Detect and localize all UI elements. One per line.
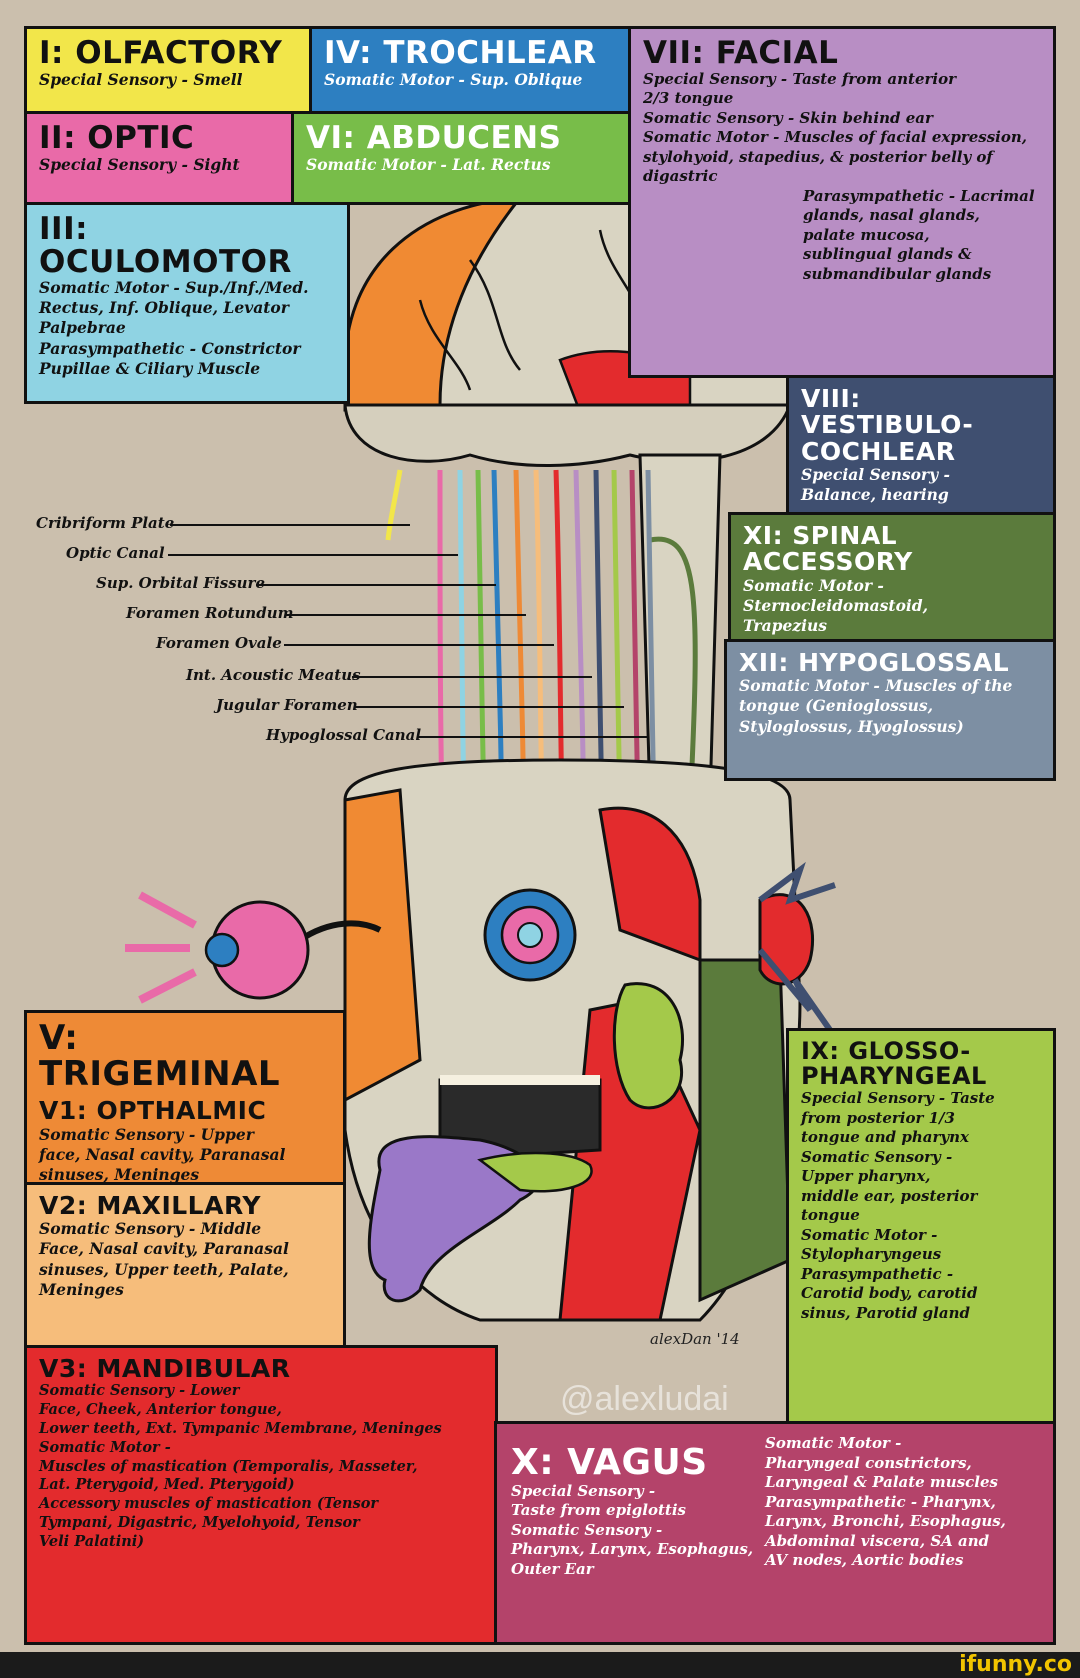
hypoglossal-title: XII: HYPOGLOSSAL (739, 648, 1010, 677)
abducens-title: VI: ABDUCENS (306, 120, 562, 156)
v1-title: V1: OPTHALMIC (39, 1096, 267, 1126)
vagus-title: X: VAGUS (511, 1442, 708, 1483)
vagus-right-line: Somatic Motor - Pharyngeal constrictors,… (765, 1434, 998, 1491)
oculomotor-line: Somatic Motor - Sup./Inf./Med. Rectus, I… (39, 278, 309, 338)
facial-title: VII: FACIAL (643, 35, 839, 71)
abducens-box: VI: ABDUCENS Somatic Motor - Lat. Rectus (291, 111, 631, 205)
trigeminal-title: V: TRIGEMINAL (39, 1018, 281, 1094)
v3-box: V3: MANDIBULAR Somatic Sensory - Lower F… (24, 1345, 498, 1645)
foramen-leader-line (284, 644, 554, 646)
spinal-accessory-box: XI: SPINAL ACCESSORY Somatic Motor - Ste… (728, 512, 1056, 642)
foramen-label: Hypoglossal Canal (266, 726, 422, 744)
foramen-leader-line (170, 524, 410, 526)
spinal-accessory-line: Somatic Motor - Sternocleidomastoid, Tra… (743, 575, 929, 635)
oculomotor-title: III: OCULOMOTOR (39, 211, 292, 280)
trochlear-box: IV: TROCHLEAR Somatic Motor - Sup. Obliq… (309, 26, 631, 114)
vagus-left-line: Somatic Sensory - Pharynx, Larynx, Esoph… (511, 1520, 754, 1578)
facial-box: VII: FACIAL Special Sensory - Taste from… (628, 26, 1056, 378)
brand-bar: ifunny.co (0, 1652, 1080, 1678)
foramen-leader-line (418, 736, 648, 738)
v2-title: V2: MAXILLARY (39, 1191, 261, 1220)
vagus-right-line: Parasympathetic - Pharynx, Larynx, Bronc… (765, 1492, 1006, 1570)
glossopharyngeal-line: Parasympathetic - Carotid body, carotid … (801, 1264, 978, 1322)
foramen-leader-line (256, 584, 496, 586)
oculomotor-line: Parasympathetic - Constrictor Pupillae &… (39, 338, 301, 378)
optic-box: II: OPTIC Special Sensory - Sight (24, 111, 294, 205)
hypoglossal-box: XII: HYPOGLOSSAL Somatic Motor - Muscles… (724, 639, 1056, 781)
v3-line: Somatic Sensory - Lower Face, Cheek, Ant… (39, 1382, 442, 1437)
glossopharyngeal-line: Special Sensory - Taste from posterior 1… (801, 1089, 995, 1147)
facial-line: Somatic Sensory - Skin behind ear (643, 108, 933, 127)
foramen-label: Sup. Orbital Fissure (96, 574, 265, 592)
trochlear-title: IV: TROCHLEAR (324, 35, 597, 71)
optic-line: Special Sensory - Sight (39, 154, 240, 174)
foramen-leader-line (286, 614, 526, 616)
glossopharyngeal-title: IX: GLOSSO- PHARYNGEAL (801, 1037, 987, 1091)
brand-logo: ifunny.co (959, 1652, 1072, 1677)
foramen-label: Cribriform Plate (36, 514, 175, 532)
facial-line: Parasympathetic - Lacrimal glands, nasal… (803, 186, 1035, 283)
facial-line: Somatic Motor - Muscles of facial expres… (643, 128, 1027, 186)
optic-title: II: OPTIC (39, 120, 195, 156)
v3-line: Somatic Motor - Muscles of mastication (… (39, 1438, 418, 1550)
foramen-label: Foramen Ovale (156, 634, 282, 652)
trigeminal-v1-box: V: TRIGEMINAL V1: OPTHALMIC Somatic Sens… (24, 1010, 346, 1185)
facial-line: Special Sensory - Taste from anterior 2/… (643, 69, 957, 108)
olfactory-title: I: OLFACTORY (39, 35, 283, 71)
vagus-left-line: Special Sensory - Taste from epiglottis (511, 1481, 686, 1520)
v2-box: V2: MAXILLARY Somatic Sensory - Middle F… (24, 1182, 346, 1348)
olfactory-line: Special Sensory - Smell (39, 69, 243, 89)
foramen-leader-line (354, 706, 624, 708)
hypoglossal-line: Somatic Motor - Muscles of the tongue (G… (739, 676, 1013, 736)
foramen-leader-line (352, 676, 592, 678)
abducens-line: Somatic Motor - Lat. Rectus (306, 154, 551, 174)
spinal-accessory-title: XI: SPINAL ACCESSORY (743, 521, 913, 577)
vestibulocochlear-box: VIII: VESTIBULO- COCHLEAR Special Sensor… (786, 375, 1056, 515)
vestibulocochlear-line: Special Sensory - Balance, hearing (801, 464, 950, 504)
foramen-label: Jugular Foramen (216, 696, 358, 714)
trochlear-line: Somatic Motor - Sup. Oblique (324, 69, 583, 89)
foramen-label: Foramen Rotundum (126, 604, 294, 622)
artist-signature: alexDan '14 (650, 1330, 740, 1348)
vagus-box: X: VAGUS Special Sensory - Taste from ep… (494, 1421, 1056, 1645)
v1-line: Somatic Sensory - Upper face, Nasal cavi… (39, 1124, 286, 1184)
glossopharyngeal-line: Somatic Motor - Stylopharyngeus (801, 1225, 942, 1264)
glossopharyngeal-line: Somatic Sensory - Upper pharynx, middle … (801, 1147, 978, 1225)
glossopharyngeal-box: IX: GLOSSO- PHARYNGEAL Special Sensory -… (786, 1028, 1056, 1424)
skull-illustration (125, 758, 836, 1393)
v2-line: Somatic Sensory - Middle Face, Nasal cav… (39, 1219, 289, 1299)
foramen-label: Optic Canal (66, 544, 165, 562)
vestibulocochlear-title: VIII: VESTIBULO- COCHLEAR (801, 384, 974, 466)
oculomotor-box: III: OCULOMOTOR Somatic Motor - Sup./Inf… (24, 202, 350, 404)
olfactory-box: I: OLFACTORY Special Sensory - Smell (24, 26, 312, 114)
foramen-label: Int. Acoustic Meatus (186, 666, 361, 684)
foramen-leader-line (168, 554, 458, 556)
v3-title: V3: MANDIBULAR (39, 1354, 291, 1383)
watermark: @alexludai (560, 1380, 729, 1418)
